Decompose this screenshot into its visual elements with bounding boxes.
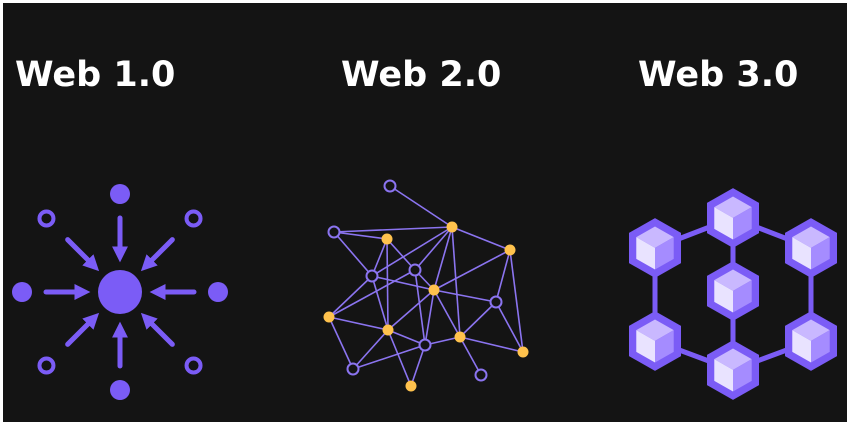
hub-node (110, 184, 130, 204)
centralized-hub-icon (12, 184, 228, 400)
network-edge (333, 226, 453, 233)
network-edge (509, 249, 524, 353)
network-edge (352, 329, 389, 370)
cube-right (811, 237, 830, 270)
network-node (489, 295, 503, 309)
network-edge (414, 269, 426, 346)
network-edge (433, 226, 453, 291)
cube-right (655, 330, 674, 363)
cube-left (636, 237, 655, 270)
network-edge (386, 238, 416, 271)
network-node-highlight (504, 244, 516, 256)
network-edge (433, 249, 511, 291)
network-edge (387, 329, 412, 387)
hub-arrow (140, 312, 175, 347)
cube-right (733, 280, 752, 313)
network-edge (389, 185, 453, 228)
network-edge (495, 301, 524, 353)
cube-right (655, 237, 674, 270)
block-cube (629, 218, 681, 278)
network-edge (328, 275, 373, 318)
network-node-highlight (454, 331, 466, 343)
network-edge (371, 275, 389, 331)
cube-left (636, 330, 655, 363)
hub-node (184, 209, 203, 228)
network-node-highlight (381, 233, 393, 245)
block-cube (629, 311, 681, 371)
network-node-highlight (382, 324, 394, 336)
network-edge (451, 226, 511, 251)
network-node-highlight (446, 221, 458, 233)
block-cube (785, 311, 837, 371)
network-edge (410, 344, 426, 387)
network-node (327, 225, 341, 239)
panel-title-web2: Web 2.0 (341, 55, 502, 95)
network-node-highlight (323, 311, 335, 323)
block-cube (785, 218, 837, 278)
cube-right (811, 330, 830, 363)
cube-left (792, 237, 811, 270)
hub-center (98, 270, 142, 314)
network-edge (328, 316, 354, 370)
network-edge (495, 249, 511, 303)
network-node-highlight (428, 284, 440, 296)
network-node (365, 269, 379, 283)
network-edge (386, 238, 389, 331)
panel-title-web1: Web 1.0 (15, 55, 176, 95)
hub-node (110, 380, 130, 400)
block-cube (707, 188, 759, 248)
network-edge (433, 289, 461, 338)
network-edge (328, 316, 389, 331)
network-edge (371, 238, 388, 277)
cube-left (714, 207, 733, 240)
network-edge (459, 336, 482, 376)
block-cube (707, 340, 759, 400)
network-edge (459, 301, 497, 338)
social-network-graph-icon (323, 179, 529, 392)
network-node-highlight (405, 380, 417, 392)
network-node (418, 338, 432, 352)
network-edge (371, 226, 453, 277)
hub-arrow (140, 237, 175, 272)
hub-node (37, 209, 56, 228)
network-node (383, 179, 397, 193)
hub-node (208, 282, 228, 302)
network-edge (371, 275, 435, 291)
network-edge (352, 344, 426, 370)
network-edge (459, 336, 524, 353)
network-edge (451, 226, 461, 338)
network-edge (333, 231, 373, 277)
hub-node (37, 356, 56, 375)
network-node (408, 263, 422, 277)
block-cube (707, 261, 759, 321)
network-edge (433, 289, 497, 303)
network-edge (424, 289, 435, 346)
network-edge (387, 289, 435, 331)
network-edge (333, 231, 388, 240)
network-node-highlight (517, 346, 529, 358)
cube-left (792, 330, 811, 363)
network-edge (328, 269, 416, 318)
hub-arrow (65, 237, 100, 272)
blockchain-cubes-icon (629, 188, 837, 400)
cube-right (733, 359, 752, 392)
cube-right (733, 207, 752, 240)
hub-node (184, 356, 203, 375)
cube-left (714, 359, 733, 392)
hub-arrow (65, 312, 100, 347)
network-node (346, 362, 360, 376)
cube-left (714, 280, 733, 313)
web-evolution-graphic: Web 1.0 Web 2.0 Web 3.0 (3, 3, 847, 422)
network-node (474, 368, 488, 382)
hub-node (12, 282, 32, 302)
network-edge (414, 226, 453, 271)
panel-title-web3: Web 3.0 (638, 55, 799, 95)
network-edge (387, 329, 426, 346)
